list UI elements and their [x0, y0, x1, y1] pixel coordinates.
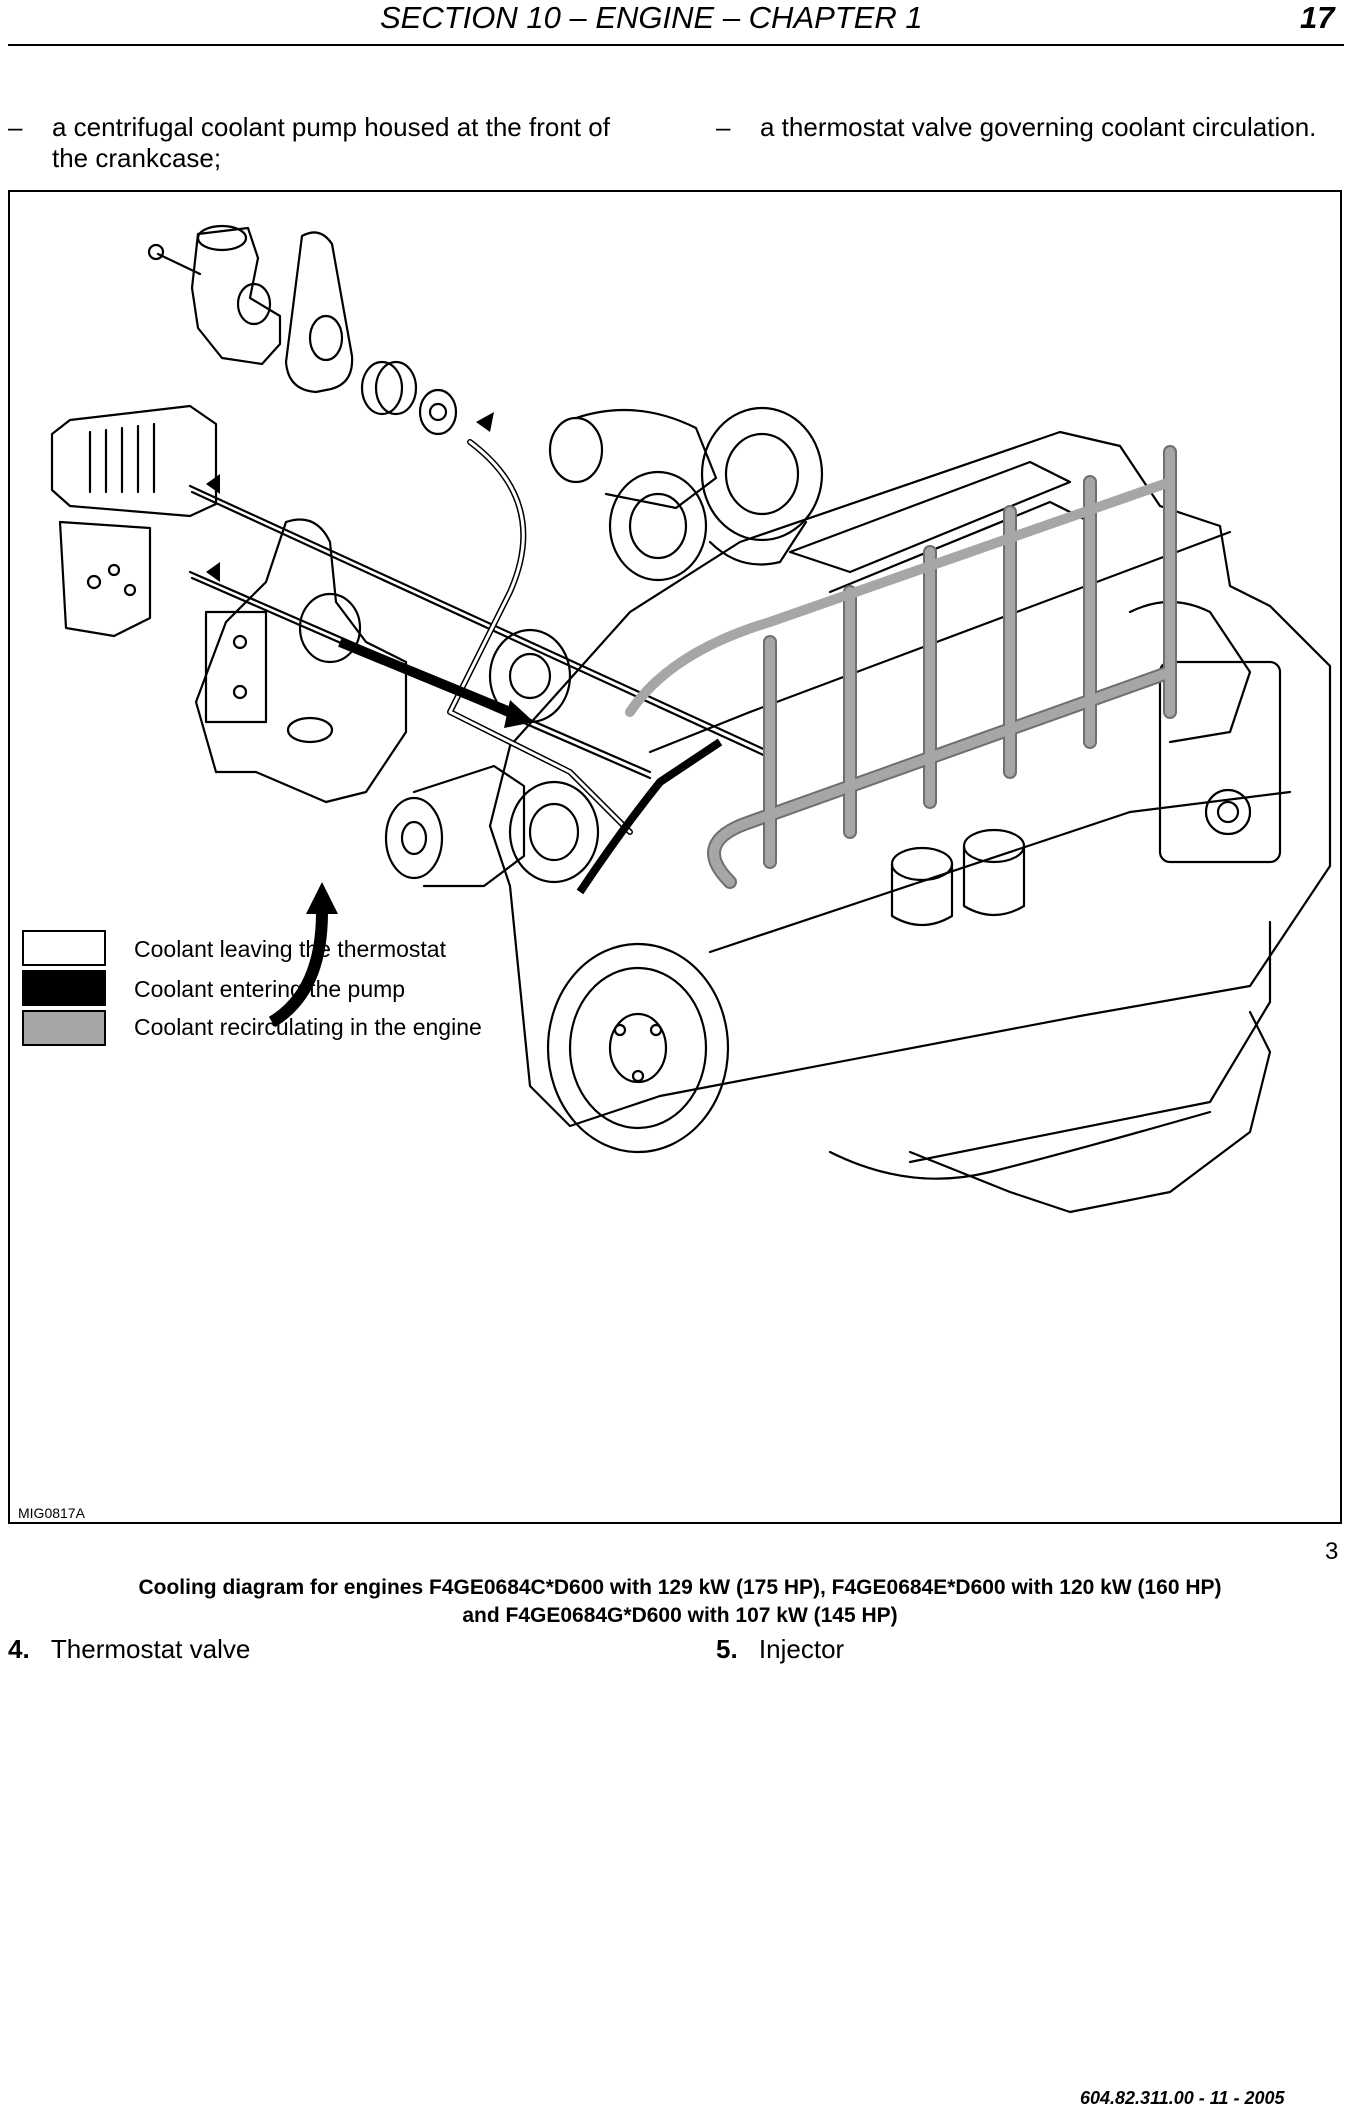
legend-label-thermostat: Coolant leaving the thermostat	[134, 936, 446, 962]
header-rule	[8, 44, 1344, 46]
recirculation-loops	[707, 445, 1177, 889]
coolant-pump	[384, 764, 526, 888]
figure-number: 3	[1325, 1538, 1339, 1565]
turbocharger	[548, 406, 824, 582]
section-title: SECTION 10 – ENGINE – CHAPTER 1	[380, 0, 923, 35]
item-label: Thermostat valve	[50, 1634, 251, 1664]
bullet-text-line2: the crankcase;	[52, 143, 222, 173]
legend-label-recirculation: Coolant recirculating in the engine	[134, 1014, 482, 1040]
bullet-pump: – a centrifugal coolant pump housed at t…	[8, 112, 668, 176]
water-pump-housing	[194, 518, 408, 804]
legend-label-pump: Coolant entering the pump	[134, 976, 406, 1002]
pump-inlet-flow	[268, 637, 723, 1028]
cooling-diagram-figure: Coolant leaving the thermostat Coolant e…	[8, 190, 1342, 1524]
engine-block	[488, 430, 1332, 1180]
bullet-text-line1: a centrifugal coolant pump housed at the…	[52, 112, 610, 142]
thermostat-housing	[147, 224, 282, 366]
caption-line2: and F4GE0684G*D600 with 107 kW (145 HP)	[462, 1604, 898, 1627]
bullet-text-line1: a thermostat valve governing coolant cir…	[760, 112, 1317, 142]
ecu-unit	[50, 404, 218, 638]
page-number: 17	[1300, 0, 1335, 35]
caption-line1: Cooling diagram for engines F4GE0684C*D6…	[138, 1576, 1222, 1599]
thermostat-valve	[360, 360, 458, 436]
legend-swatch-thermostat	[22, 930, 106, 966]
list-item-thermostat-valve: 4. Thermostat valve	[8, 1634, 250, 1665]
document-reference: 604.82.311.00 - 11 - 2005	[1080, 2088, 1285, 2108]
list-item-injector: 5. Injector	[716, 1634, 844, 1665]
item-label: Injector	[758, 1634, 845, 1664]
legend-swatch-recirculation	[22, 1010, 106, 1046]
bullet-dash: –	[8, 112, 23, 142]
legend-swatch-pump	[22, 970, 106, 1006]
figure-caption: Cooling diagram for engines F4GE0684C*D6…	[20, 1574, 1340, 1630]
crankshaft-pulley	[488, 628, 730, 1154]
item-number: 5.	[716, 1634, 738, 1664]
bullet-thermostat: – a thermostat valve governing coolant c…	[716, 112, 1346, 146]
bullet-dash: –	[716, 112, 731, 142]
engine-illustration	[50, 224, 1332, 1214]
figure-id: MIG0817A	[18, 1505, 85, 1521]
item-number: 4.	[8, 1634, 30, 1664]
